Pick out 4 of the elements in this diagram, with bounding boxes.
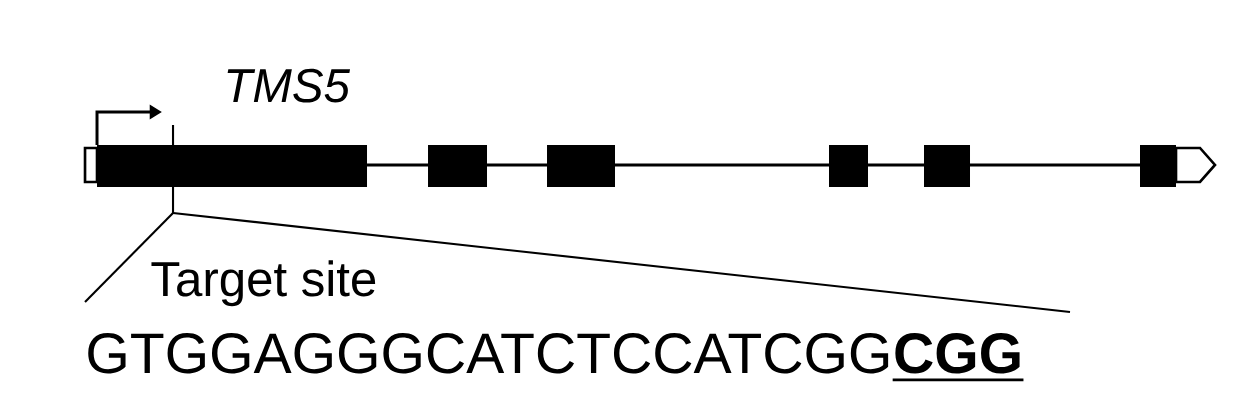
pam-sequence: CGG — [892, 333, 1024, 382]
gene-name: TMS5 — [227, 68, 351, 103]
sequence-text: GTGGAGGGCATCTCCATCGG — [88, 333, 889, 374]
target-site-label: Target site — [151, 260, 376, 307]
